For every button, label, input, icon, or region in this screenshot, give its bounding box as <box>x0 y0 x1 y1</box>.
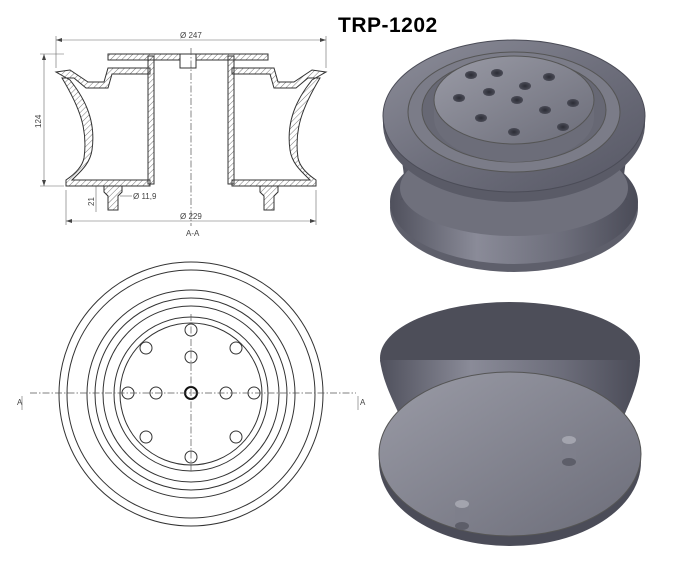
outer-rim-circle <box>58 261 324 527</box>
isometric-bottom-view <box>378 302 642 546</box>
top-view: A A <box>17 261 366 527</box>
cut-marker-left: A <box>17 398 23 407</box>
section-label: A-A <box>186 229 200 238</box>
isometric-top-view <box>382 39 646 272</box>
part-number-title: TRP-1202 <box>338 14 438 37</box>
section-left-profile <box>54 67 151 187</box>
center-hole <box>179 53 197 69</box>
bolt-hole <box>184 350 198 364</box>
iso-bolt-holes <box>453 69 579 136</box>
bolt-hole <box>184 450 198 464</box>
dim-pin-diameter: Ø 11,9 <box>133 192 157 201</box>
base-plate <box>378 371 642 537</box>
iso-pins <box>455 436 576 530</box>
cut-marker-right: A <box>360 398 366 407</box>
bolt-hole <box>229 430 243 444</box>
dim-pin-height: 21 <box>87 197 96 206</box>
bolt-hole <box>139 341 153 355</box>
hub-wall-right <box>227 55 235 185</box>
bolt-hole <box>229 341 243 355</box>
section-right-profile <box>231 67 328 187</box>
section-view: Ø 247 124 Ø 229 21 Ø 11,9 <box>34 31 328 238</box>
bolt-hole <box>139 430 153 444</box>
hub-wall-left <box>147 55 155 185</box>
dim-height: 124 <box>34 114 43 128</box>
dim-outer-diameter: Ø 247 <box>180 31 202 40</box>
pin-left <box>103 185 123 211</box>
pin-right <box>259 185 279 211</box>
